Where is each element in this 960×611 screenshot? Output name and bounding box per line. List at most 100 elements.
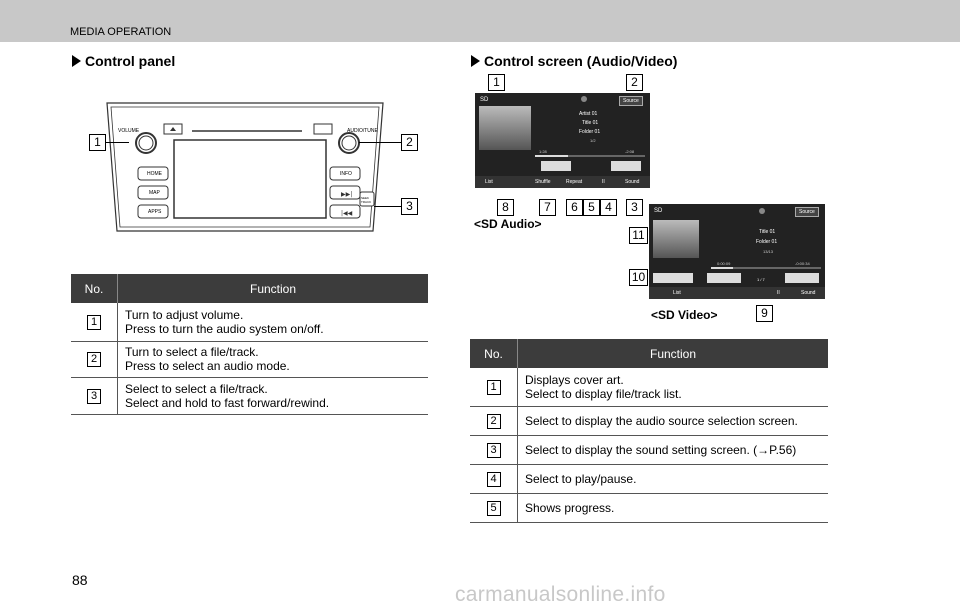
- row-text: Select to select a file/track.: [125, 381, 268, 396]
- table-header-row: No. Function: [470, 339, 828, 368]
- sd-video-screen: SD Source Title 01 Folder 01 13/13 0:00:…: [649, 204, 825, 299]
- callout-2-leader: [359, 142, 401, 143]
- source-button[interactable]: Source: [619, 96, 643, 106]
- control-panel-illustration: ▶▶| |◀◀ VOLUME AUDIO/TUNE HOME MAP APPS …: [104, 100, 386, 234]
- video-elapsed: 0:00:09: [717, 261, 731, 266]
- callout-4: 4: [600, 199, 617, 216]
- seek-track-label: SEEK TRACK: [361, 196, 372, 204]
- table-row: 4 Select to play/pause.: [470, 464, 828, 494]
- search-button[interactable]: [653, 273, 693, 283]
- sound-button[interactable]: Sound: [801, 290, 816, 296]
- sd-video-caption: <SD Video>: [651, 308, 718, 322]
- callout-5: 5: [583, 199, 600, 216]
- video-thumbnail[interactable]: [653, 220, 699, 258]
- video-remaining: -0:00:34: [795, 261, 810, 266]
- info-button[interactable]: INFO: [340, 171, 352, 177]
- play-pause-button[interactable]: II: [777, 290, 780, 296]
- next-file-button[interactable]: [785, 273, 819, 283]
- table-row: 1 Displays cover art. Select to display …: [470, 368, 828, 407]
- callout-1: 1: [89, 134, 106, 151]
- audio-tune-label: AUDIO/TUNE: [347, 128, 378, 134]
- callout-2: 2: [401, 134, 418, 151]
- shuffle-button[interactable]: Shuffle: [535, 179, 551, 185]
- row-text: Displays cover art.: [525, 372, 624, 387]
- row-number: 3: [486, 442, 501, 458]
- triangle-icon: [471, 55, 480, 67]
- table-row: 1 Turn to adjust volume. Press to turn t…: [71, 303, 428, 342]
- row-text: Select to play/pause.: [517, 464, 828, 494]
- col-no-header: No.: [470, 339, 518, 368]
- callout-10: 10: [629, 269, 648, 286]
- control-panel-table: No. Function 1 Turn to adjust volume. Pr…: [71, 274, 428, 415]
- list-button[interactable]: List: [673, 290, 681, 296]
- row-text: Press to turn the audio system on/off.: [125, 321, 324, 336]
- row-number: 2: [87, 352, 101, 367]
- table-row: 2 Select to display the audio source sel…: [470, 406, 828, 436]
- row-number: 3: [87, 388, 101, 404]
- audio-button-bar: List Shuffle Repeat II Sound: [475, 176, 650, 188]
- folder-name: Folder 01: [579, 129, 601, 135]
- callout-11: 11: [629, 227, 648, 244]
- callout-7: 7: [539, 199, 556, 216]
- track-title: Title 01: [582, 120, 599, 126]
- remaining-time: -2:08: [625, 149, 635, 154]
- callout-3: 3: [626, 199, 643, 216]
- row-number: 1: [87, 314, 101, 330]
- volume-label: VOLUME: [118, 128, 140, 134]
- table-row: 2 Turn to select a file/track. Press to …: [71, 341, 428, 378]
- row-number: 1: [486, 379, 501, 395]
- progress-bar[interactable]: [535, 155, 645, 157]
- callout-6: 6: [566, 199, 583, 216]
- callout-1: 1: [488, 74, 505, 91]
- row-text: Select to display the audio source selec…: [517, 406, 828, 436]
- row-number: 5: [486, 500, 501, 516]
- video-progress-bar[interactable]: [711, 267, 821, 269]
- center-count: 1 / 7: [757, 277, 765, 282]
- apps-button[interactable]: APPS: [148, 209, 162, 215]
- video-button-bar: List II Sound: [649, 287, 825, 299]
- callout-3-leader: [374, 206, 401, 207]
- row-number: 2: [486, 413, 501, 429]
- source-name: SD: [480, 97, 489, 103]
- status-dot-icon: [759, 208, 765, 214]
- row-text: Select to display the sound setting scre…: [517, 435, 828, 465]
- table-header-row: No. Function: [71, 274, 428, 303]
- table-row: 3 Select to display the sound setting sc…: [470, 435, 828, 465]
- sd-audio-screen: SD Source Artist 01 Title 01 Folder 01 1…: [475, 93, 650, 188]
- repeat-button[interactable]: Repeat: [566, 179, 583, 185]
- row-text: Turn to select a file/track.: [125, 345, 259, 359]
- col-function-header: Function: [117, 274, 428, 303]
- video-folder: Folder 01: [756, 239, 778, 245]
- row-text: Turn to adjust volume.: [125, 307, 244, 322]
- next-track-button[interactable]: [611, 161, 641, 171]
- list-button[interactable]: List: [485, 179, 493, 185]
- play-pause-button[interactable]: II: [602, 179, 605, 185]
- triangle-icon: [72, 55, 81, 67]
- control-panel-title-text: Control panel: [85, 53, 176, 69]
- page-header: [0, 0, 960, 42]
- source-button[interactable]: Source: [795, 207, 819, 217]
- table-row: 3 Select to select a file/track. Select …: [71, 377, 428, 415]
- row-number: 4: [486, 471, 501, 487]
- col-function-header: Function: [517, 339, 828, 368]
- control-screen-title-text: Control screen (Audio/Video): [484, 53, 678, 69]
- table-row: 5 Shows progress.: [470, 493, 828, 523]
- track-count: 1/2: [590, 138, 596, 143]
- watermark: carmanualsonline.info: [455, 583, 666, 606]
- callout-2: 2: [626, 74, 643, 91]
- artist-name: Artist 01: [579, 111, 598, 117]
- cover-art[interactable]: [479, 106, 531, 150]
- control-panel-title: Control panel: [72, 53, 175, 69]
- map-button[interactable]: MAP: [149, 190, 160, 196]
- home-button[interactable]: HOME: [147, 171, 162, 177]
- video-count: 13/13: [763, 249, 774, 254]
- callout-3: 3: [401, 198, 418, 215]
- prev-track-button[interactable]: [541, 161, 571, 171]
- row-text: Shows progress.: [517, 493, 828, 523]
- row-text: Press to select an audio mode.: [125, 359, 290, 373]
- page-number: 88: [72, 572, 88, 588]
- prev-file-button[interactable]: [707, 273, 741, 283]
- sound-button[interactable]: Sound: [625, 179, 640, 185]
- video-title: Title 01: [759, 229, 776, 235]
- svg-text:▶▶|: ▶▶|: [341, 191, 352, 198]
